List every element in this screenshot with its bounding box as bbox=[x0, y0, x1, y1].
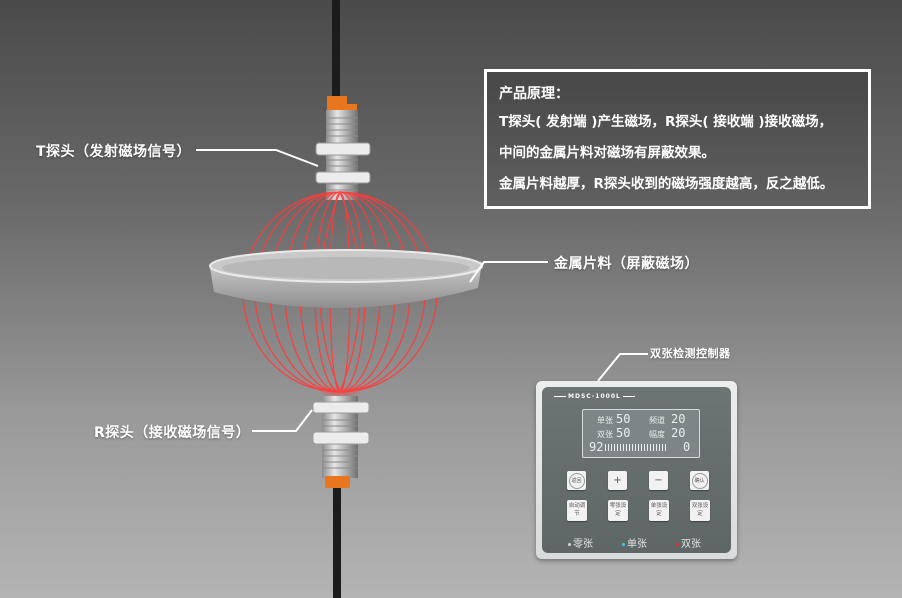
down-triangle-icon: − bbox=[654, 475, 663, 486]
auto-adjust-button[interactable]: 自动调节 bbox=[567, 500, 587, 521]
double-set-button[interactable]: 双张设定 bbox=[690, 500, 710, 521]
plus-button[interactable]: + bbox=[608, 471, 627, 490]
controller-label: 双张检测控制器 bbox=[650, 347, 731, 360]
lcd-signal-bar bbox=[605, 444, 667, 451]
r-probe-cap bbox=[325, 476, 350, 488]
lcd-double-label: 双张 bbox=[597, 430, 613, 439]
lcd-single-label: 单张 bbox=[597, 416, 613, 425]
lcd-display: 单张 50 频道 20 双张 50 幅度 20 92 0 bbox=[582, 409, 700, 458]
double-sheet-controller: MDSC-1000L 单张 50 频道 20 双张 50 幅度 20 92 0 … bbox=[536, 381, 737, 559]
up-triangle-icon: + bbox=[613, 475, 622, 486]
info-title: 产品原理： bbox=[499, 86, 569, 102]
led-dot-icon bbox=[622, 542, 625, 546]
info-line-2: 中间的金属片料对磁场有屏蔽效果。 bbox=[499, 145, 715, 161]
controller-face: MDSC-1000L 单张 50 频道 20 双张 50 幅度 20 92 0 … bbox=[542, 387, 731, 553]
r-probe-nut-2 bbox=[312, 431, 370, 445]
indicator-double: 双张 bbox=[676, 535, 701, 550]
t-probe-cap bbox=[327, 96, 357, 112]
indicator-zero: 零张 bbox=[568, 535, 593, 550]
led-dot-icon bbox=[568, 542, 571, 546]
lcd-amp-label: 幅度 bbox=[649, 430, 665, 439]
single-set-button[interactable]: 单张设定 bbox=[649, 500, 669, 521]
principle-info-box: 产品原理： T探头( 发射端 )产生磁场，R探头( 接收端 )接收磁场， 中间的… bbox=[484, 69, 871, 209]
indicator-single: 单张 bbox=[622, 535, 647, 550]
t-probe-nut-1 bbox=[315, 142, 371, 156]
info-line-1: T探头( 发射端 )产生磁场，R探头( 接收端 )接收磁场， bbox=[499, 114, 833, 130]
lcd-amp-value: 20 bbox=[671, 426, 686, 440]
back-button[interactable]: 返回 bbox=[567, 471, 586, 490]
t-probe-label: T探头（发射磁场信号） bbox=[36, 144, 192, 160]
lcd-right-value: 0 bbox=[683, 440, 691, 454]
lcd-freq-label: 频道 bbox=[649, 416, 665, 425]
metal-sheet-label: 金属片料（屏蔽磁场） bbox=[554, 256, 699, 272]
info-line-3: 金属片料越厚，R探头收到的磁场强度越高，反之越低。 bbox=[499, 176, 834, 192]
lcd-double-value: 50 bbox=[616, 426, 631, 440]
top-cable bbox=[332, 0, 340, 100]
confirm-button[interactable]: 确认 bbox=[690, 471, 709, 490]
t-probe-nut-2 bbox=[315, 171, 371, 184]
r-probe-label: R探头（接收磁场信号） bbox=[94, 425, 251, 441]
lcd-signal-value: 92 bbox=[589, 440, 604, 454]
led-dot-icon bbox=[676, 542, 679, 546]
lcd-single-value: 50 bbox=[616, 412, 631, 426]
lcd-freq-value: 20 bbox=[671, 412, 686, 426]
r-probe-nut-1 bbox=[312, 401, 370, 414]
model-label: MDSC-1000L bbox=[552, 393, 637, 400]
bottom-cable bbox=[333, 488, 341, 598]
zero-set-button[interactable]: 零张设定 bbox=[608, 500, 628, 521]
minus-button[interactable]: − bbox=[649, 471, 668, 490]
